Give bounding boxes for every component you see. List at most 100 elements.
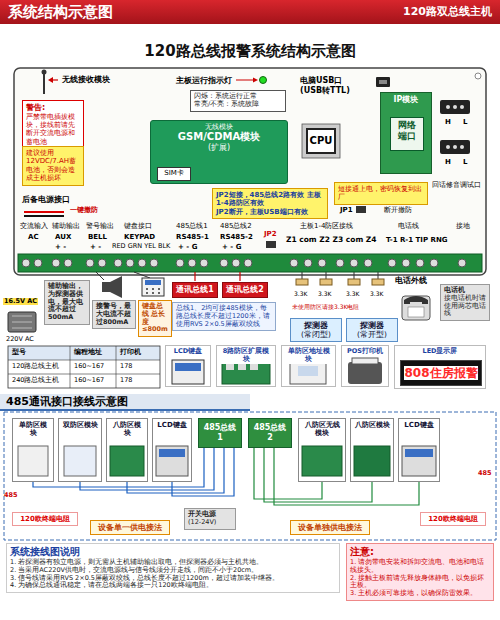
telephone [402, 296, 430, 320]
node-text: 808住房报警 [404, 366, 477, 380]
node-text: LCD键盘 [156, 421, 188, 429]
part-label: 178 [120, 363, 132, 370]
resistor-symbol [354, 272, 355, 279]
terminal-strip [388, 259, 396, 267]
part-label: KEYPAD [124, 233, 155, 241]
node-text: 注意: [350, 546, 490, 558]
part-label: 无线接收模块 [62, 75, 110, 84]
usb-port [379, 80, 387, 84]
device-module: LCD键盘 [165, 345, 211, 387]
bus-note: 键盘总线 总长度≤800m [138, 300, 172, 337]
terminal-strip [364, 259, 372, 267]
terminal-strip [150, 259, 158, 267]
node-text: 单防区地址模块 [285, 348, 332, 364]
siren [96, 272, 122, 298]
network-port: 网络端口 [390, 117, 424, 151]
usb-port [376, 77, 390, 87]
jumper [446, 145, 450, 149]
bus-module-picture [64, 446, 96, 476]
terminator-note: 120欧终端电阻 [12, 512, 78, 526]
node-text: JP2短接，485总线2路有效 主板1-4路防区有效 [216, 191, 324, 208]
terminal-strip [200, 259, 208, 267]
node-text: (USB转TTL) [300, 86, 372, 96]
status-note: 闪烁：系统运行正常常亮/不亮：系统故障 [190, 90, 286, 112]
node-text: (常开型) [350, 330, 394, 339]
device-picture [238, 364, 246, 370]
jumper [460, 145, 464, 149]
bus-terminal: 485总线1 [198, 418, 242, 448]
transformer [8, 312, 36, 332]
node-text: 双防区模块 [62, 421, 98, 429]
node-text: 系统结构示意图 [8, 3, 113, 21]
node-text: 开关电源 [188, 511, 232, 519]
part-label: BELL [88, 233, 107, 241]
bus-wire [264, 448, 372, 502]
antenna [43, 72, 45, 94]
resistor-symbol [372, 279, 384, 285]
node-text: 8路防区扩展模块 [220, 348, 272, 364]
part-label: RS485-2 [220, 233, 253, 241]
led-display: 808住房报警 [400, 360, 482, 386]
bus-module-picture [18, 446, 48, 476]
part-label: 一键撤防 [70, 206, 98, 214]
bus-module-picture [405, 449, 433, 457]
terminal-strip [220, 259, 228, 267]
terminal-strip [336, 259, 344, 267]
antenna [42, 70, 47, 75]
node-text: 无线模块 [154, 123, 284, 131]
resistor-symbol [302, 272, 303, 279]
notes-panel: 系统接线图说明1. 若探测器有独立电源，则无需从主机辅助输出取电，但探测器必须与… [6, 543, 340, 593]
bus-module: 单防区模块 [12, 418, 54, 482]
device-module: 8路防区扩展模块 [216, 345, 276, 387]
node-text: 2. 当采用AC220V供电时，交流电源线与信号线须分开走线，间距不小于20cm… [10, 567, 336, 575]
transformer [8, 312, 36, 332]
node-text: 探测器 [294, 321, 338, 330]
keypad-icon [158, 288, 160, 290]
section-band: 485通讯接口接线示意图 [0, 394, 250, 411]
keypad-icon [142, 278, 164, 296]
bus-module-picture [159, 449, 185, 457]
ip-module: IP模块网络端口 [380, 92, 432, 174]
antenna [48, 77, 53, 83]
terminal-strip [304, 259, 312, 267]
node-text: 电话机 [444, 287, 486, 295]
node-text: 120欧终端电阻 [16, 515, 74, 523]
node-text: (12-24V) [188, 519, 232, 527]
part-label: 3.3K [318, 291, 331, 298]
node-text: 键盘总线 总长度≤800m [142, 303, 168, 334]
part-label: 接地 [456, 222, 470, 230]
terminal-strip [232, 259, 240, 267]
table-grid [8, 360, 160, 361]
resistor-symbol [296, 279, 308, 285]
run-led [236, 80, 255, 81]
node-text: LCD键盘 [402, 421, 436, 429]
terminal-strip [176, 259, 184, 267]
table-grid [8, 346, 160, 388]
node-text: 单防区模块 [16, 421, 50, 438]
bus-module: 双防区模块 [58, 418, 102, 482]
node-text: 八防区无线模块 [302, 421, 342, 438]
node-text: 2. 接触主板前请先释放身体静电，以免损坏主板。 [350, 575, 490, 591]
keypad-icon [152, 292, 154, 294]
terminal-strip [86, 259, 94, 267]
node-text: 485通讯接口接线示意图 [6, 395, 244, 408]
transformer [12, 322, 32, 323]
part-label: AUX [55, 233, 71, 241]
part-label: 3.3K [346, 291, 359, 298]
jumper-note: JP2短接，485总线2路有效 主板1-4路防区有效JP2断开，主板USB端口有… [212, 188, 328, 219]
bus-module-picture [302, 446, 342, 476]
bus-tag: 通讯总线1 [172, 282, 218, 298]
bus-module-picture [402, 446, 436, 476]
node-text: 探测器 [350, 321, 394, 330]
run-led [236, 77, 267, 84]
keypad-icon [145, 280, 161, 285]
part-label: + - [55, 243, 66, 251]
node-text: 接电话机时请使用两芯电话线 [444, 295, 486, 318]
part-label: 断开撤防 [384, 206, 412, 214]
part-label: 485总线2 [220, 222, 252, 230]
part-label: 3.3K [370, 291, 383, 298]
part-label: 警号输出 [86, 222, 114, 230]
wiring-note: 开关电源(12-24V) [184, 508, 236, 530]
node-text: 系统接线图说明 [10, 546, 336, 558]
part-label: 交流输入 [20, 222, 48, 230]
